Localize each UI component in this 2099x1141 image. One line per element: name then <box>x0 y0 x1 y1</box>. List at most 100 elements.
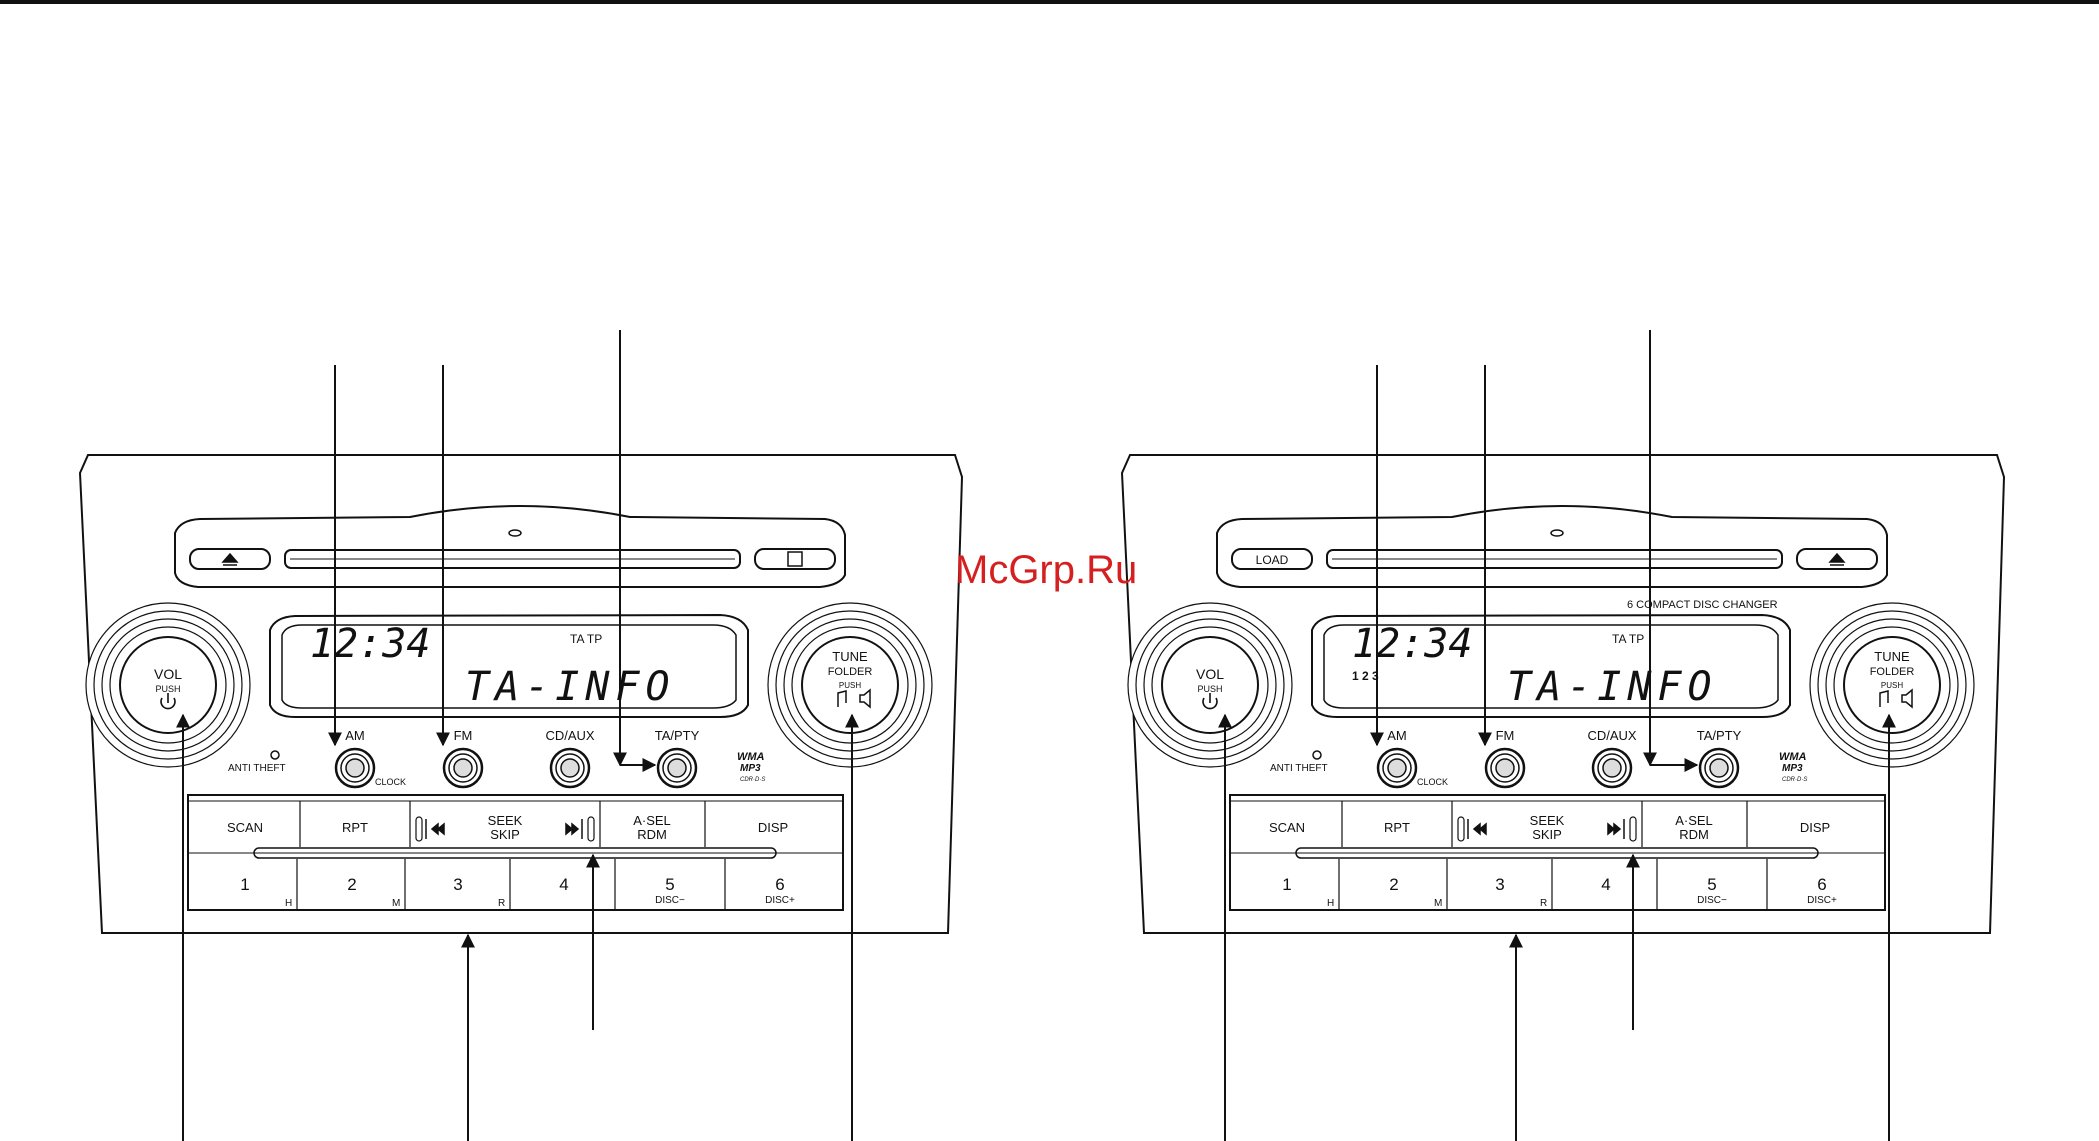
round-button-ring <box>345 758 365 778</box>
tune-label: TUNE <box>1874 649 1910 664</box>
indicator-led <box>1550 529 1564 537</box>
preset-3: 3 <box>453 875 462 894</box>
disc-logo-button <box>754 548 836 570</box>
tune-knob: TUNE FOLDER PUSH <box>1809 602 1975 768</box>
round-button-ring <box>453 758 473 778</box>
format-mp3: MP3 <box>740 763 761 774</box>
seek-label: SEEK <box>1530 813 1565 828</box>
knob-ring <box>801 636 899 734</box>
ta-tp-indicator: TA TP <box>1612 632 1644 646</box>
preset-sub-5: DISC− <box>1697 895 1727 906</box>
round-button-ring <box>667 758 687 778</box>
seek-label: SEEK <box>488 813 523 828</box>
round-button-fm[interactable]: FM <box>442 728 484 789</box>
watermark: McGrp.Ru <box>955 548 1137 592</box>
preset-5: 5 <box>665 875 674 894</box>
anti-theft-label: ANTI THEFT <box>228 763 286 774</box>
round-button-ring <box>1709 758 1729 778</box>
round-button-ring <box>1602 758 1622 778</box>
round-button-ring <box>1495 758 1515 778</box>
round-button-am[interactable]: AM <box>334 728 376 789</box>
scan-button: SCAN <box>227 820 263 835</box>
clock-label: CLOCK <box>1417 777 1448 787</box>
preset-sub-1: H <box>1327 898 1334 909</box>
preset-1: 1 <box>1282 875 1291 894</box>
format-mp3: MP3 <box>1782 763 1803 774</box>
seek-right-tab <box>1629 816 1637 842</box>
preset-4: 4 <box>559 875 568 894</box>
asel-label: A·SEL <box>1675 813 1713 828</box>
disc-indicators: 1 2 3 <box>1352 669 1379 683</box>
vol-knob: VOL PUSH <box>1127 602 1293 768</box>
preset-sub-3: R <box>1540 898 1547 909</box>
note-speaker-icon <box>1879 688 1913 709</box>
seek-left-tab <box>415 816 423 842</box>
knob-ring <box>1843 636 1941 734</box>
note-speaker-icon <box>837 688 871 709</box>
tune-push-label: PUSH <box>1881 681 1903 690</box>
round-button-cdaux[interactable]: CD/AUX <box>1587 728 1637 789</box>
preset-6: 6 <box>1817 875 1826 894</box>
preset-sub-5: DISC− <box>655 895 685 906</box>
round-button-ring <box>1387 758 1407 778</box>
round-button-am[interactable]: AM <box>1376 728 1418 789</box>
preset-sub-2: M <box>1434 898 1442 909</box>
round-button-tapty[interactable]: TA/PTY <box>1697 728 1742 789</box>
vol-knob: VOL PUSH <box>85 602 251 768</box>
seek-right-tab <box>587 816 595 842</box>
vol-push-label: PUSH <box>155 684 180 694</box>
clock-display: 12:34 <box>310 621 430 667</box>
round-button-label: AM <box>345 728 365 743</box>
seek-left-tab <box>1457 816 1465 842</box>
preset-sub-3: R <box>498 898 505 909</box>
tune-label: TUNE <box>832 649 868 664</box>
round-button-label: FM <box>1496 728 1515 743</box>
ta-tp-indicator: TA TP <box>570 632 602 646</box>
preset-6: 6 <box>775 875 784 894</box>
preset-4: 4 <box>1601 875 1610 894</box>
load-button-label: LOAD <box>1256 553 1289 567</box>
power-icon <box>160 693 176 710</box>
rdm-label: RDM <box>1679 827 1709 842</box>
knob-ring <box>1161 636 1259 734</box>
tray-area <box>1216 505 1888 588</box>
preset-sub-1: H <box>285 898 292 909</box>
folder-label: FOLDER <box>828 666 873 678</box>
eject-icon <box>1828 552 1846 566</box>
cd-logo-icon <box>787 551 803 567</box>
preset-sub-6: DISC+ <box>1807 895 1837 906</box>
lcd-screen <box>1323 624 1779 709</box>
vol-label: VOL <box>154 666 182 682</box>
format-wma: WMA <box>737 751 765 763</box>
preset-2: 2 <box>1389 875 1398 894</box>
rpt-button: RPT <box>342 820 368 835</box>
disp-button: DISP <box>1800 820 1830 835</box>
display-text: TA-INFO <box>465 664 676 710</box>
format-wma: WMA <box>1779 751 1807 763</box>
folder-label: FOLDER <box>1870 666 1915 678</box>
rpt-button: RPT <box>1384 820 1410 835</box>
round-button-fm[interactable]: FM <box>1484 728 1526 789</box>
preset-sub-6: DISC+ <box>765 895 795 906</box>
preset-3: 3 <box>1495 875 1504 894</box>
preset-1: 1 <box>240 875 249 894</box>
vol-label: VOL <box>1196 666 1224 682</box>
round-button-tapty[interactable]: TA/PTY <box>655 728 700 789</box>
preset-sub-2: M <box>392 898 400 909</box>
indicator-led <box>508 529 522 537</box>
skip-label: SKIP <box>1532 827 1562 842</box>
asel-label: A·SEL <box>633 813 671 828</box>
display-text: TA-INFO <box>1507 664 1718 710</box>
vol-push-label: PUSH <box>1197 684 1222 694</box>
round-button-label: TA/PTY <box>655 728 700 743</box>
eject-icon <box>221 552 239 566</box>
round-button-cdaux[interactable]: CD/AUX <box>545 728 595 789</box>
disp-button: DISP <box>758 820 788 835</box>
power-icon <box>1202 693 1218 710</box>
anti-theft-led <box>270 750 280 760</box>
seek-forward-icon <box>565 819 583 839</box>
round-button-label: TA/PTY <box>1697 728 1742 743</box>
round-button-label: CD/AUX <box>545 728 594 743</box>
anti-theft-label: ANTI THEFT <box>1270 763 1328 774</box>
